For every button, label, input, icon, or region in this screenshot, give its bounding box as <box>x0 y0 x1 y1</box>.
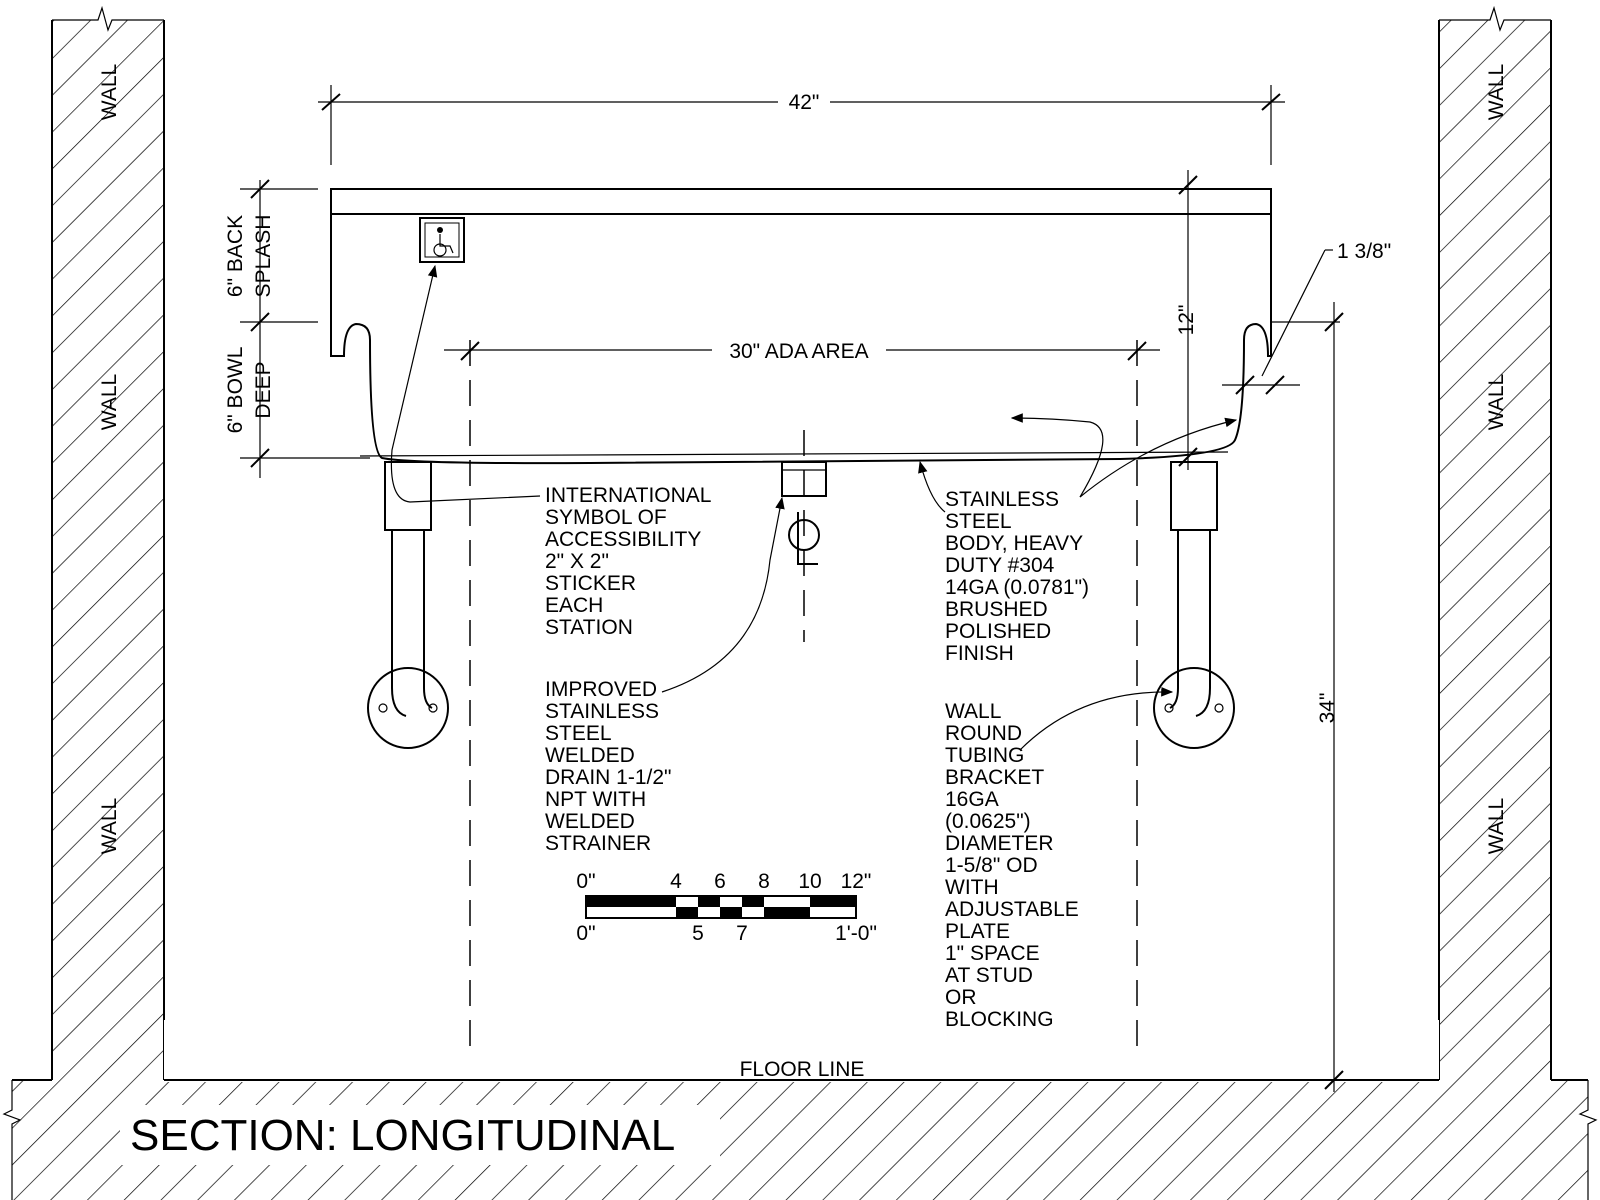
wall-label-right-bottom: WALL <box>1485 798 1508 854</box>
dimension-12 <box>1178 170 1198 470</box>
note-drain: IMPROVED STAINLESS STEEL WELDED DRAIN 1-… <box>545 678 677 855</box>
wall-label-left-top: WALL <box>98 64 121 120</box>
scale-top-4: 4 <box>670 870 682 893</box>
scale-top-12: 12" <box>841 870 872 893</box>
leader-body-3 <box>918 460 946 513</box>
dimension-rim-label: 1 3/8" <box>1337 240 1391 263</box>
right-leg-bracket <box>1153 461 1235 749</box>
scale-top-6: 6 <box>714 870 726 893</box>
scale-top-0: 0" <box>576 870 595 893</box>
scale-top-8: 8 <box>758 870 770 893</box>
wall-label-right-mid: WALL <box>1485 374 1508 430</box>
dimension-34-label: 34" <box>1316 693 1339 724</box>
dimension-42-label: 42" <box>789 91 820 114</box>
back-splash-label-2: SPLASH <box>252 215 275 298</box>
bowl-deep-label-1: 6" BOWL <box>224 347 247 434</box>
floor-line-label: FLOOR LINE <box>740 1058 865 1081</box>
scale-bottom-7: 7 <box>736 922 748 945</box>
accessibility-symbol-icon <box>419 217 465 263</box>
dimension-splash-bowl <box>240 179 370 478</box>
left-leg-bracket <box>367 461 449 749</box>
centerline-symbol-icon <box>788 512 820 565</box>
leader-accessibility <box>390 264 541 503</box>
dimension-ada <box>444 341 1160 361</box>
note-body: STAINLESS STEEL BODY, HEAVY DUTY #304 14… <box>945 488 1095 665</box>
dimension-34 <box>1324 302 1344 1092</box>
dimension-12-label: 12" <box>1175 305 1198 336</box>
note-accessibility: INTERNATIONAL SYMBOL OF ACCESSIBILITY 2"… <box>545 484 717 639</box>
wall-label-left-bottom: WALL <box>98 798 121 854</box>
wall-label-right-top: WALL <box>1485 64 1508 120</box>
scale-bottom-0: 0" <box>576 922 595 945</box>
bowl-deep-label-2: DEEP <box>252 361 275 418</box>
note-bracket: WALL ROUND TUBING BRACKET 16GA (0.0625")… <box>945 700 1085 1031</box>
scale-bottom-foot: 1'-0" <box>835 922 877 945</box>
dimension-42 <box>318 85 1285 165</box>
left-wall <box>51 5 165 1080</box>
leader-body-1 <box>1010 413 1104 498</box>
drain <box>781 430 827 642</box>
leader-bracket <box>1019 686 1174 751</box>
wall-label-left-mid: WALL <box>98 374 121 430</box>
leader-drain <box>661 496 785 693</box>
scale-bottom-5: 5 <box>692 922 704 945</box>
leader-body-2 <box>1079 417 1238 498</box>
back-splash-label-1: 6" BACK <box>224 215 247 297</box>
drawing-title: SECTION: LONGITUDINAL <box>130 1111 675 1160</box>
right-wall <box>1438 5 1552 1080</box>
dimension-rim <box>1222 249 1340 395</box>
scale-top-10: 10 <box>798 870 821 893</box>
sink-body <box>330 188 1272 465</box>
dimension-ada-label: 30" ADA AREA <box>729 340 868 363</box>
graphic-scale <box>585 895 857 919</box>
